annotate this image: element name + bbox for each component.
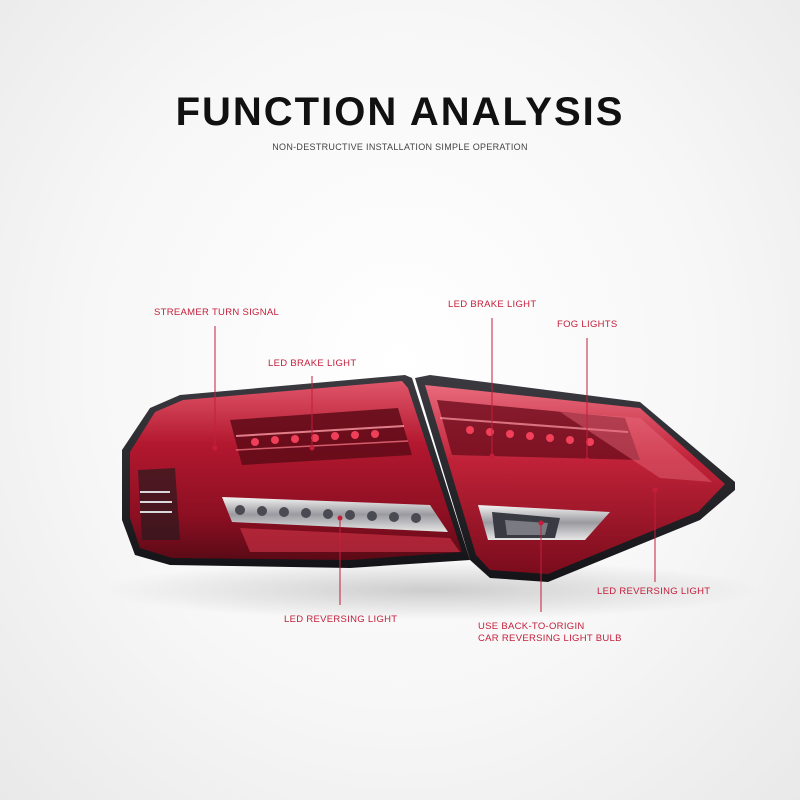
callout-lines: [214, 318, 656, 612]
callout-back-to-origin-line2: CAR REVERSING LIGHT BULB: [478, 633, 622, 644]
callout-dots: [212, 445, 658, 526]
page-subtitle: NON-DESTRUCTIVE INSTALLATION SIMPLE OPER…: [272, 142, 528, 152]
callout-back-to-origin: USE BACK-TO-ORIGIN CAR REVERSING LIGHT B…: [478, 621, 622, 645]
right-brake-leds: [466, 426, 594, 446]
callout-led-reversing-light-left: LED REVERSING LIGHT: [284, 614, 398, 625]
callout-back-to-origin-line1: USE BACK-TO-ORIGIN: [478, 621, 585, 632]
left-brake-leds: [251, 430, 379, 446]
callout-led-brake-light-right: LED BRAKE LIGHT: [448, 299, 537, 310]
callout-fog-lights: FOG LIGHTS: [557, 319, 618, 330]
left-reflector: [240, 528, 460, 552]
left-reversing-strip: [222, 497, 448, 532]
left-reversing-leds: [235, 505, 421, 523]
left-upper-bar: [230, 408, 412, 465]
callout-led-brake-light-left: LED BRAKE LIGHT: [268, 358, 357, 369]
callout-streamer-turn-signal: STREAMER TURN SIGNAL: [154, 307, 280, 318]
right-fog-area: [560, 412, 712, 482]
page-title: FUNCTION ANALYSIS: [175, 90, 625, 134]
floor-shadow: [100, 560, 760, 620]
left-tail-lamp: [122, 375, 470, 568]
callout-led-reversing-light-right: LED REVERSING LIGHT: [597, 586, 711, 597]
